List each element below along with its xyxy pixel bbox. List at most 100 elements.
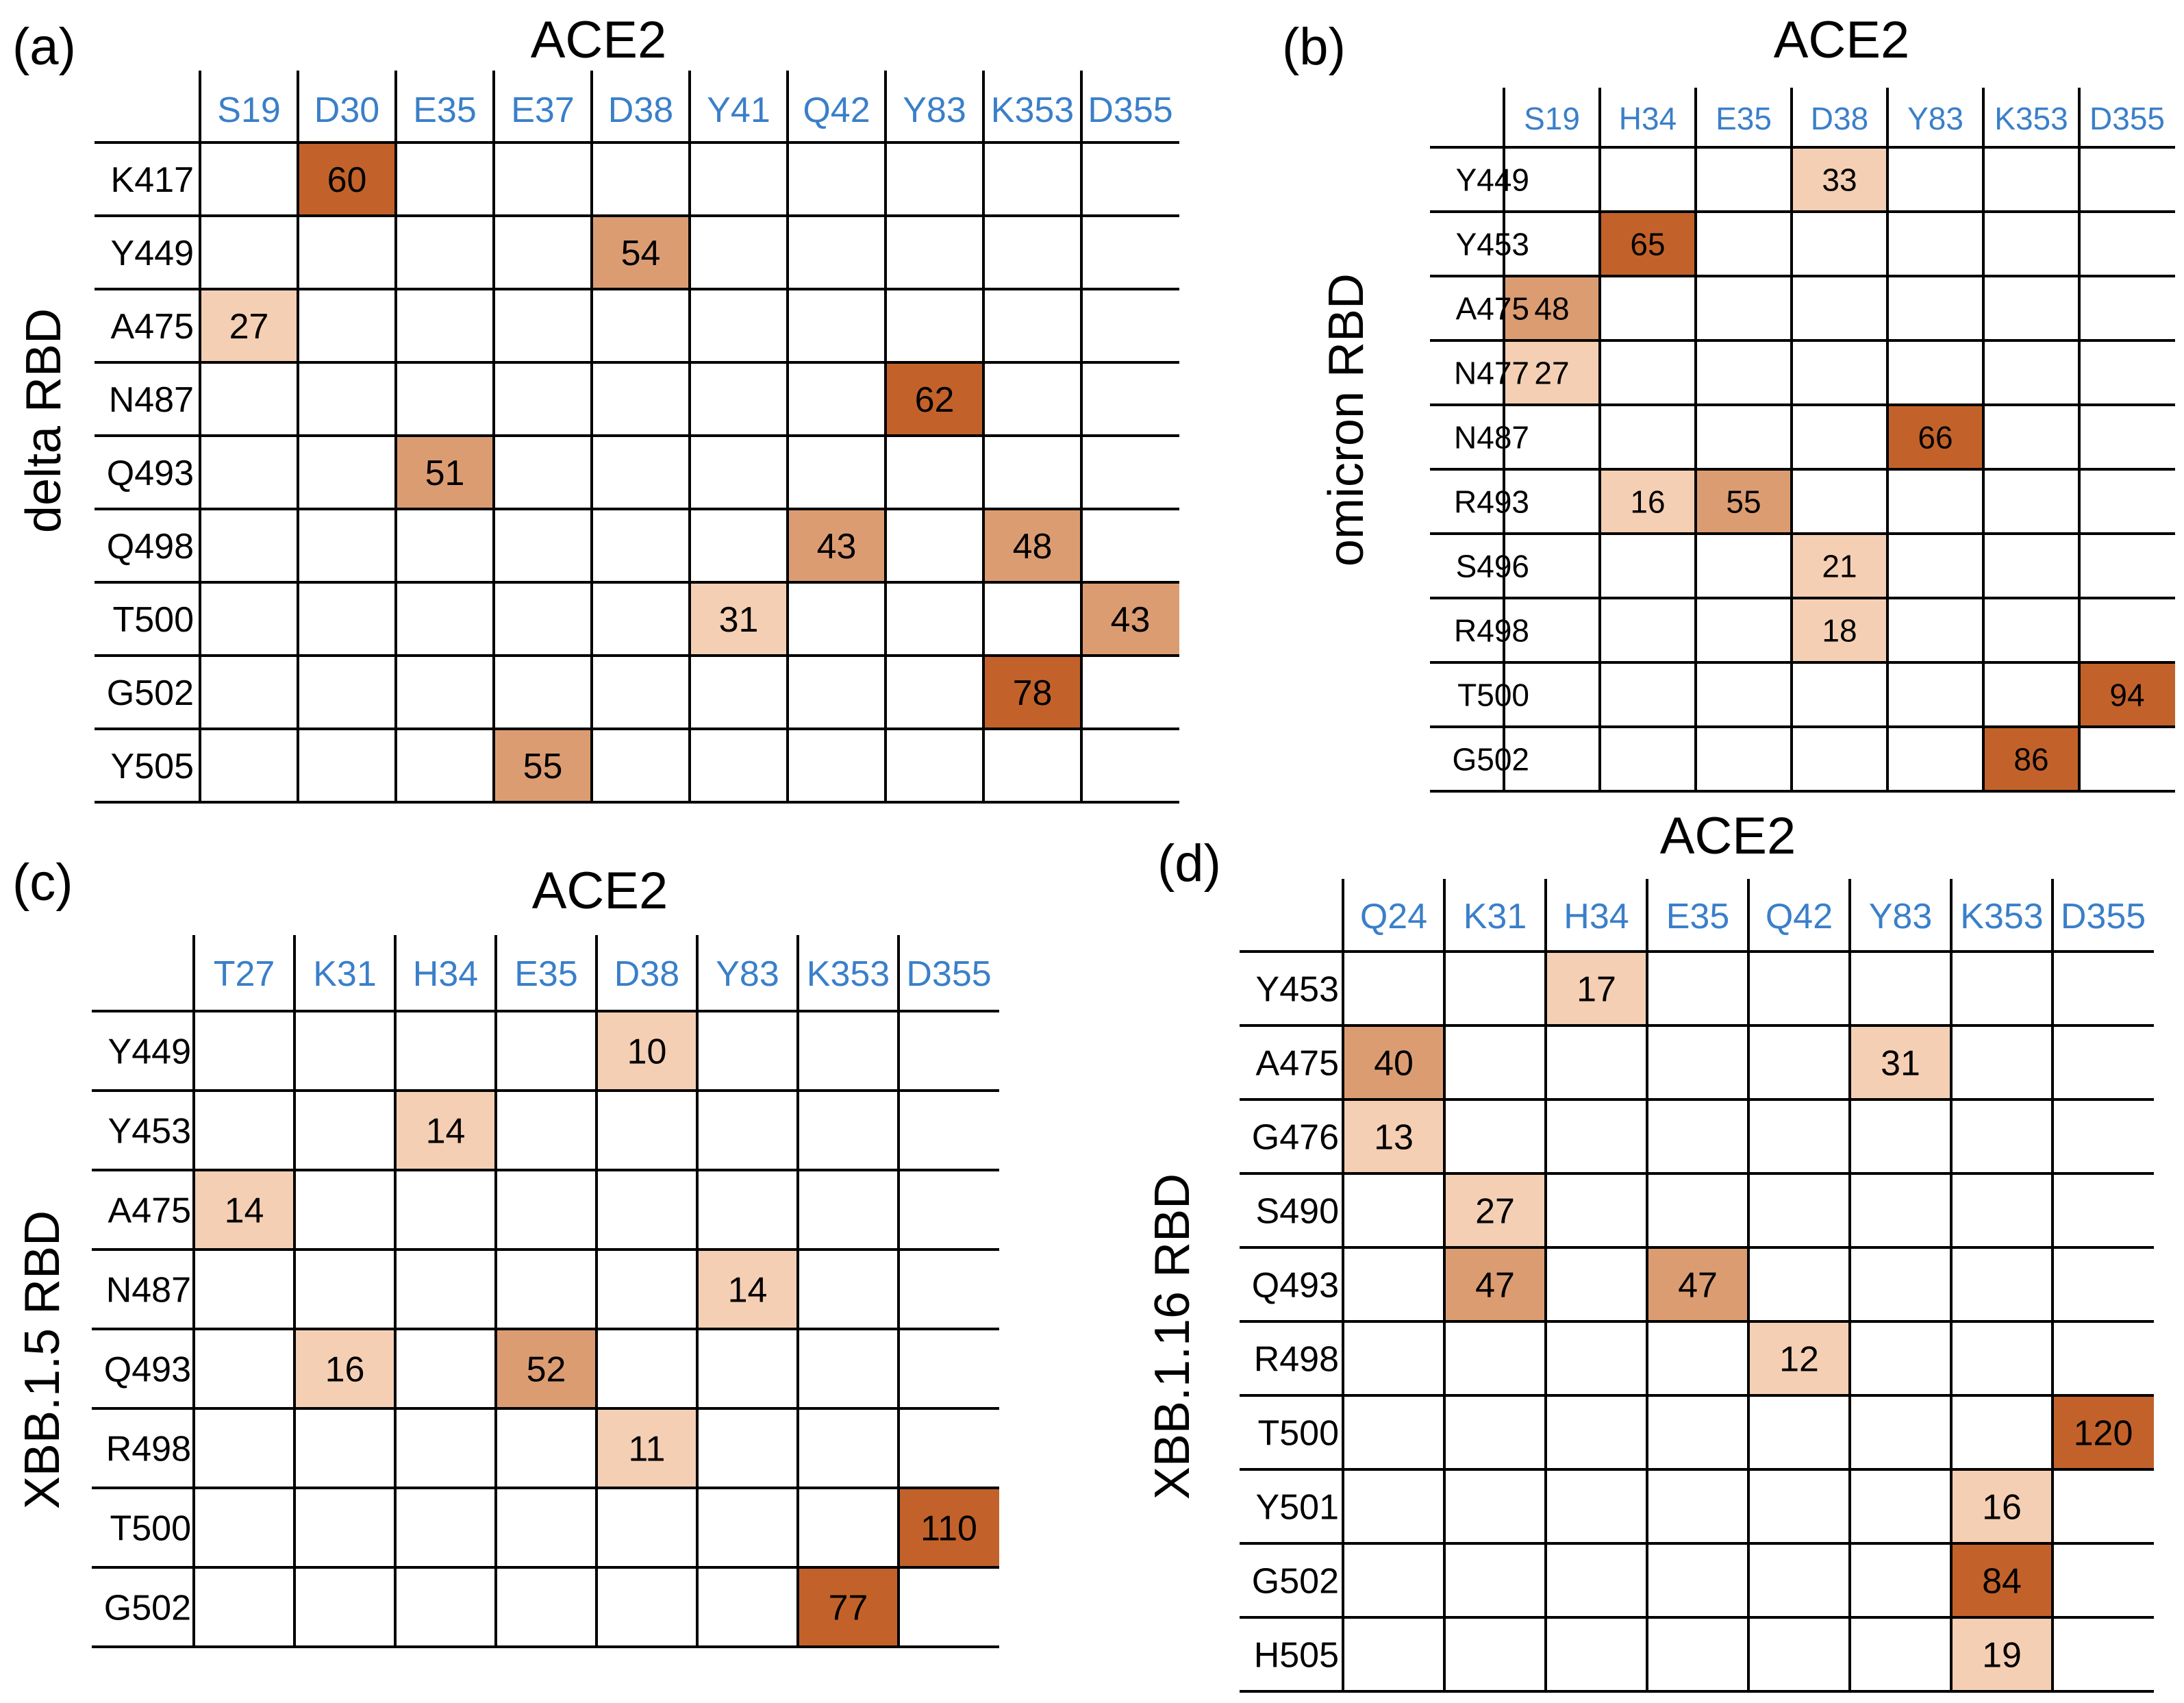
cell-value-d-A475-Q24: 40 [1374, 1044, 1414, 1084]
cell-b-Y449-D38 [1792, 147, 1887, 212]
row-label-b-N487: N487 [1454, 420, 1529, 456]
cell-c-N487-Y83 [697, 1250, 798, 1329]
cell-value-d-S490-K31: 27 [1475, 1192, 1515, 1232]
cell-a-Y449-D38 [592, 216, 690, 289]
cell-value-d-G502-K353: 84 [1982, 1562, 2022, 1602]
cell-b-R493-H34 [1600, 469, 1696, 534]
column-header-d-D355: D355 [2061, 897, 2146, 936]
cell-d-T500-D355 [2053, 1395, 2154, 1469]
row-label-c-T500: T500 [110, 1509, 191, 1549]
y-axis-label-b: omicron RBD [1319, 273, 1374, 567]
column-header-b-D355: D355 [2089, 101, 2165, 136]
column-header-c-K31: K31 [313, 954, 377, 994]
column-header-a-S19: S19 [217, 90, 281, 130]
cell-value-a-N487-Y83: 62 [915, 380, 955, 420]
column-header-d-K353: K353 [1960, 897, 2043, 936]
row-label-a-N487: N487 [109, 380, 194, 420]
cell-value-b-G502-K353: 86 [2013, 742, 2048, 778]
cell-a-T500-Y41 [690, 582, 788, 656]
column-header-b-K353: K353 [1994, 101, 2068, 136]
column-header-c-D355: D355 [906, 954, 991, 994]
row-label-a-Y505: Y505 [111, 747, 194, 786]
cell-value-c-R498-D38: 11 [629, 1430, 666, 1469]
cell-a-Q498-K353 [983, 509, 1081, 582]
row-label-c-A475: A475 [108, 1191, 191, 1231]
cell-value-d-Y501-K353: 16 [1982, 1488, 2022, 1528]
cell-value-d-Q493-E35: 47 [1678, 1266, 1718, 1306]
row-label-a-K417: K417 [111, 160, 194, 200]
panel-title-c: ACE2 [532, 862, 668, 920]
cell-value-c-G502-K353: 77 [829, 1589, 868, 1628]
row-label-c-Y449: Y449 [108, 1032, 191, 1072]
row-label-b-S496: S496 [1456, 549, 1529, 584]
column-header-a-D30: D30 [314, 90, 379, 130]
cell-value-b-S496-D38: 21 [1822, 549, 1857, 584]
cell-a-Q493-E35 [396, 436, 494, 509]
column-header-d-Y83: Y83 [1869, 897, 1933, 936]
column-header-a-D38: D38 [608, 90, 673, 130]
cell-value-b-A475-S19: 48 [1534, 291, 1569, 327]
panel-label-d: (d) [1157, 834, 1221, 893]
cell-value-b-T500-D355: 94 [2109, 678, 2144, 713]
row-label-d-Y501: Y501 [1256, 1488, 1339, 1528]
cell-value-c-Y453-H34: 14 [426, 1112, 466, 1152]
cell-value-b-Y453-H34: 65 [1630, 227, 1665, 262]
row-label-d-G502: G502 [1252, 1562, 1339, 1602]
cell-a-Y505-E37 [494, 729, 592, 802]
cell-b-S496-D38 [1792, 534, 1887, 598]
cell-b-N487-Y83 [1887, 405, 1983, 469]
cell-b-T500-D355 [2079, 662, 2175, 727]
column-header-d-K31: K31 [1464, 897, 1527, 936]
column-header-c-E35: E35 [514, 954, 578, 994]
cell-b-G502-K353 [1983, 727, 2079, 791]
row-label-b-T500: T500 [1457, 678, 1529, 713]
cell-value-b-R493-E35: 55 [1726, 484, 1761, 520]
cell-c-Y449-D38 [597, 1011, 697, 1091]
column-header-c-K353: K353 [807, 954, 890, 994]
y-axis-label-c: XBB.1.5 RBD [15, 1210, 70, 1509]
cell-value-b-Y449-D38: 33 [1822, 162, 1857, 198]
column-header-a-E35: E35 [413, 90, 477, 130]
cell-d-Y501-K353 [1951, 1469, 2053, 1543]
column-header-b-D38: D38 [1811, 101, 1868, 136]
row-label-d-T500: T500 [1257, 1414, 1339, 1454]
cell-a-Q498-Q42 [788, 509, 886, 582]
cell-value-d-Y453-H34: 17 [1577, 970, 1616, 1010]
cell-value-c-Q493-K31: 16 [325, 1350, 365, 1390]
cell-b-Y453-H34 [1600, 212, 1696, 276]
cell-d-A475-Y83 [1850, 1025, 1951, 1099]
row-label-b-N477: N477 [1454, 356, 1529, 391]
cell-d-R498-Q42 [1748, 1321, 1850, 1395]
row-label-a-A475: A475 [111, 307, 194, 347]
column-header-a-E37: E37 [511, 90, 575, 130]
cell-value-b-R498-D38: 18 [1822, 613, 1857, 649]
column-header-a-Y83: Y83 [903, 90, 966, 130]
row-label-b-R498: R498 [1454, 613, 1529, 649]
cell-d-H505-K353 [1951, 1617, 2053, 1691]
y-axis-label-a: delta RBD [16, 308, 71, 533]
column-header-c-Y83: Y83 [716, 954, 779, 994]
column-header-a-D355: D355 [1088, 90, 1172, 130]
cell-d-A475-Q24 [1343, 1025, 1444, 1099]
cell-a-K417-D30 [298, 142, 396, 216]
cell-a-N487-Y83 [886, 362, 983, 436]
row-label-b-R493: R493 [1454, 484, 1529, 520]
cell-value-d-Q493-K31: 47 [1475, 1266, 1515, 1306]
row-label-a-T500: T500 [112, 600, 194, 640]
row-label-d-R498: R498 [1254, 1340, 1339, 1380]
cell-value-c-T500-D355: 110 [920, 1509, 977, 1549]
column-header-a-Q42: Q42 [803, 90, 870, 130]
cell-a-T500-D355 [1081, 582, 1179, 656]
row-label-c-Y453: Y453 [108, 1112, 191, 1152]
row-label-c-G502: G502 [104, 1589, 191, 1628]
cell-d-S490-K31 [1444, 1173, 1546, 1247]
row-label-a-Y449: Y449 [111, 234, 194, 273]
row-label-b-G502: G502 [1452, 742, 1529, 778]
cell-c-A475-T27 [194, 1170, 294, 1250]
column-header-b-Y83: Y83 [1907, 101, 1963, 136]
cell-a-A475-S19 [200, 289, 298, 362]
cell-value-a-A475-S19: 27 [229, 307, 269, 347]
cell-c-T500-D355 [899, 1488, 999, 1567]
